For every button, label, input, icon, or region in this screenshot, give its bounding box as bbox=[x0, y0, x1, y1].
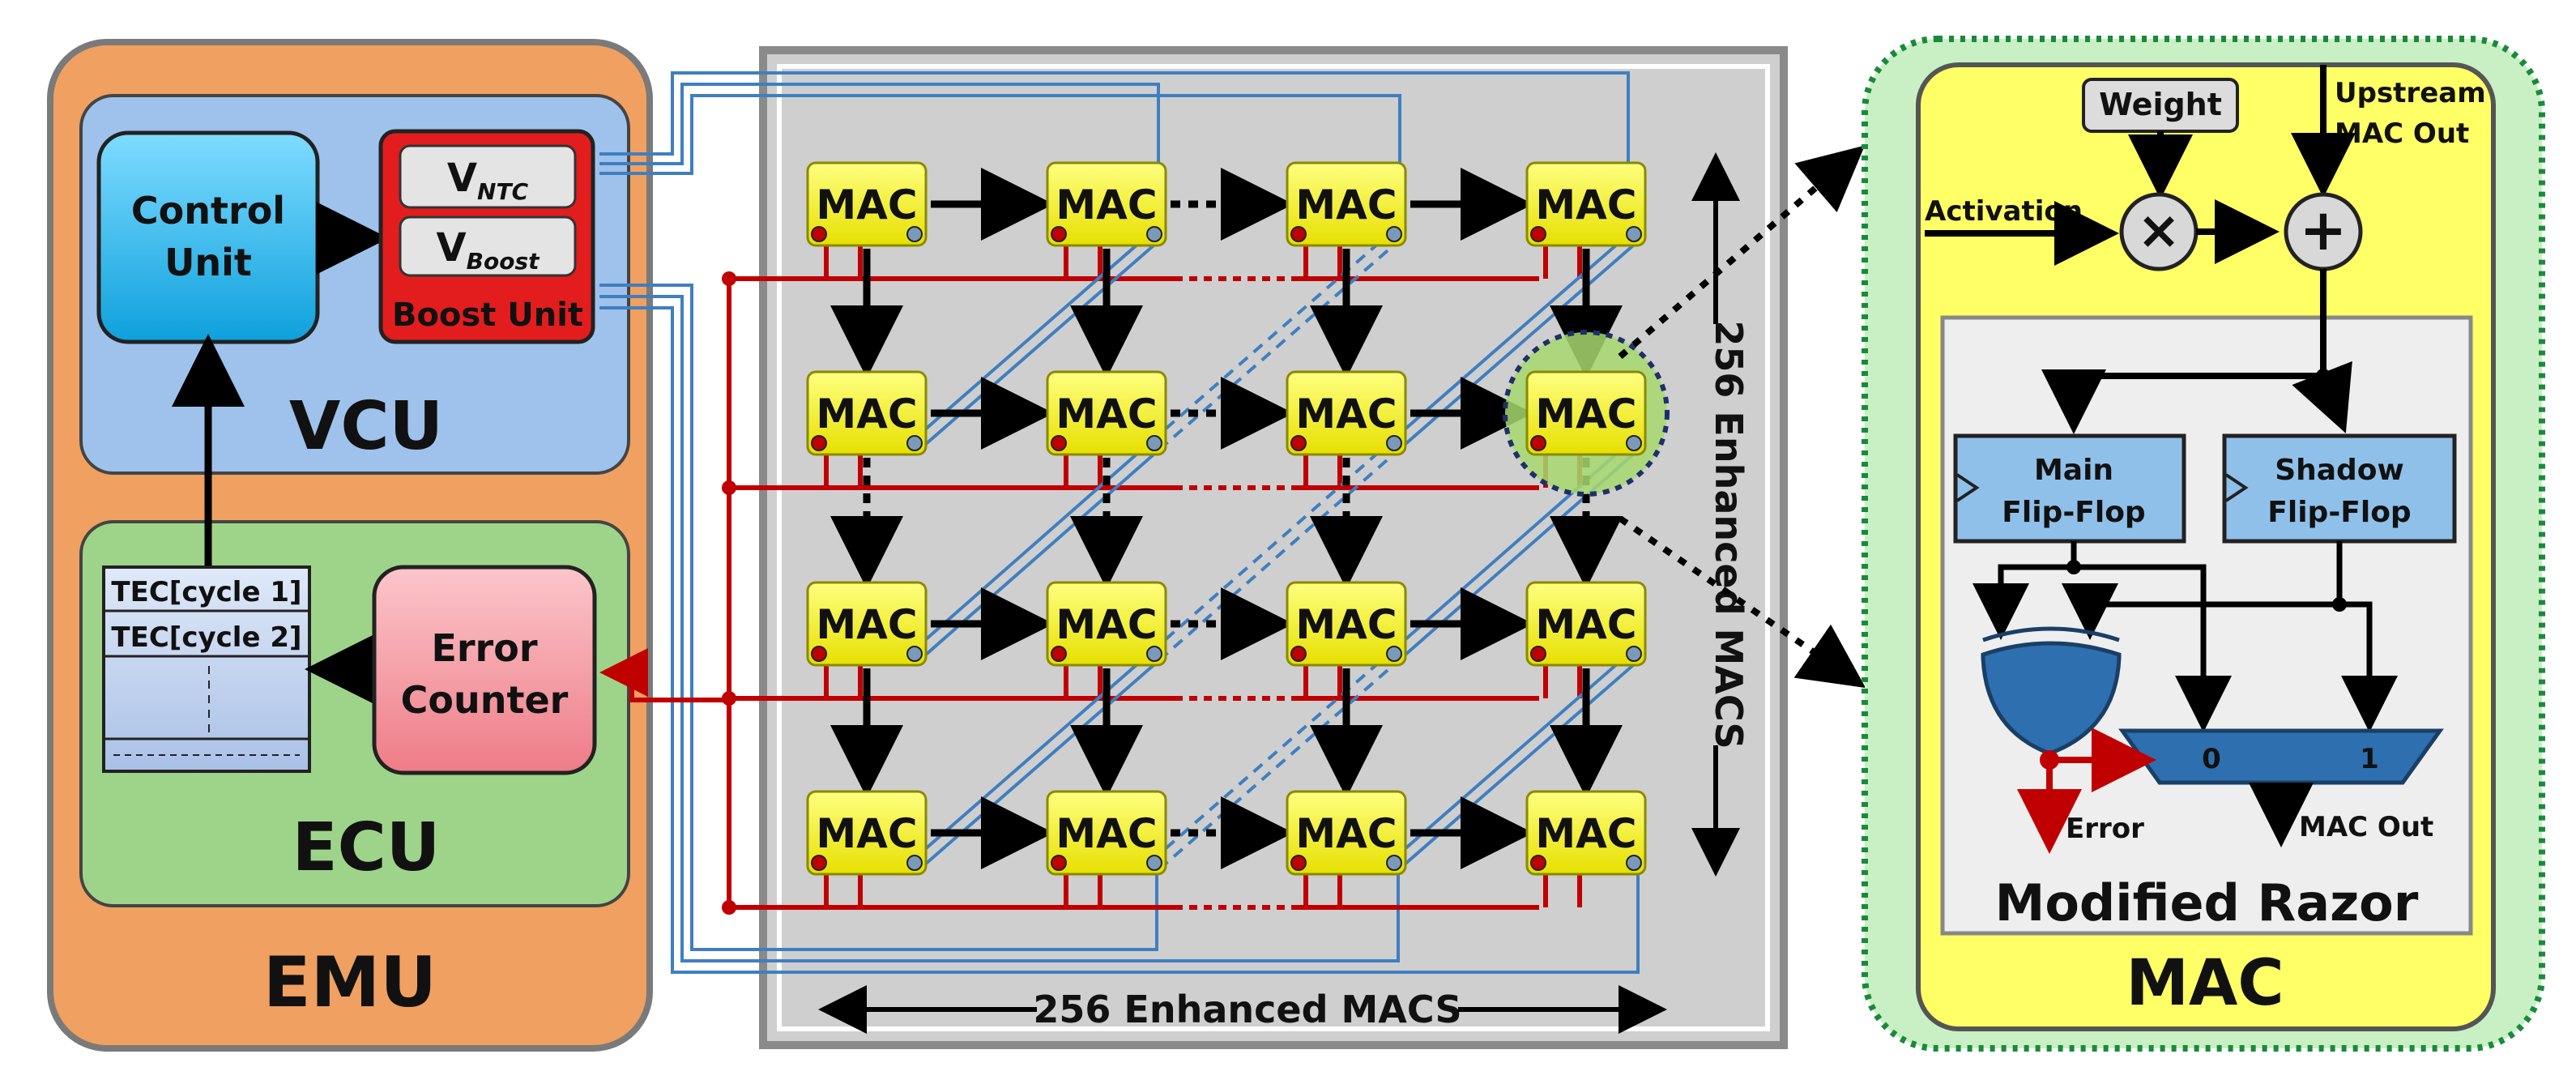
mac-cell-label: MAC bbox=[1056, 181, 1157, 228]
tec-table bbox=[102, 565, 311, 773]
bus-junction bbox=[722, 900, 736, 915]
shadow-ff-line2: Flip-Flop bbox=[2267, 496, 2411, 529]
mac-cell-label: MAC bbox=[1056, 810, 1157, 857]
mac-cell-label: MAC bbox=[816, 181, 917, 228]
mac-cell: MAC bbox=[1046, 370, 1167, 456]
bus-junction bbox=[722, 271, 736, 286]
bottom-array-label: 256 Enhanced MACS bbox=[1033, 988, 1461, 1031]
mac-cell: MAC bbox=[1046, 790, 1167, 876]
error-output-label: Error bbox=[2066, 813, 2144, 845]
blue-diagonal bbox=[1149, 231, 1392, 443]
mac-cell: MAC bbox=[1525, 790, 1647, 876]
bus-junction bbox=[722, 480, 736, 495]
xor-gate-icon bbox=[1981, 641, 2122, 756]
mac-cell-label: MAC bbox=[1295, 810, 1397, 857]
upstream-line2: MAC Out bbox=[2335, 117, 2469, 150]
vcu-title: VCU bbox=[289, 388, 443, 465]
main-ff-line1: Main bbox=[2034, 454, 2113, 487]
mac-cell: MAC bbox=[806, 370, 928, 456]
mac-cell-label: MAC bbox=[1535, 390, 1636, 437]
mux-input-0: 0 bbox=[2202, 743, 2221, 775]
blue-diagonal bbox=[1158, 239, 1401, 451]
mac-cell: MAC bbox=[806, 581, 928, 667]
ecu-title: ECU bbox=[292, 809, 441, 886]
blue-diagonal bbox=[910, 440, 1153, 654]
bus-junction bbox=[722, 691, 736, 706]
mac-cell: MAC bbox=[1286, 790, 1407, 876]
side-array-label: 256 Enhanced MACS bbox=[1707, 320, 1751, 749]
control-unit-line1: Control bbox=[131, 189, 285, 233]
razor-title: Modified Razor bbox=[1995, 873, 2419, 932]
mac-cell-label: MAC bbox=[1535, 181, 1636, 228]
v-boost-label: VBoost bbox=[436, 225, 540, 275]
mac-cell-label: MAC bbox=[816, 601, 917, 648]
main-flip-flop bbox=[1953, 433, 2186, 544]
blue-diagonal bbox=[1158, 448, 1401, 662]
boost-unit-label: Boost Unit bbox=[392, 297, 583, 334]
blue-diagonal bbox=[1158, 659, 1401, 871]
blue-diagonal bbox=[1149, 651, 1392, 863]
mac-cell: MAC bbox=[1525, 581, 1647, 667]
error-counter-line1: Error bbox=[431, 626, 537, 670]
error-feed-wire bbox=[609, 275, 731, 907]
control-unit bbox=[96, 130, 320, 344]
error-counter bbox=[372, 565, 597, 775]
mac-cell-label: MAC bbox=[1535, 810, 1636, 857]
error-counter-line2: Counter bbox=[401, 678, 569, 722]
blue-diagonal bbox=[1389, 651, 1632, 863]
svg-text:×: × bbox=[2137, 201, 2181, 261]
boost-bus-wires bbox=[599, 71, 1640, 974]
mac-cell: MAC bbox=[1286, 581, 1407, 667]
mac-cell: MAC bbox=[1525, 370, 1647, 456]
activation-label: Activation bbox=[1925, 195, 2083, 228]
mac-array: MAC MAC MAC MAC MAC MAC MAC MAC MAC MAC MAC MAC MAC M… bbox=[722, 161, 1670, 915]
mac-cell: MAC bbox=[806, 161, 928, 247]
mac-cell: MAC bbox=[1046, 581, 1167, 667]
tec-row-2: TEC[cycle 2] bbox=[111, 621, 301, 654]
mac-out-label: MAC Out bbox=[2299, 811, 2433, 843]
blue-diagonal bbox=[910, 651, 1153, 863]
upstream-line1: Upstream bbox=[2335, 77, 2486, 109]
mac-cell-label: MAC bbox=[1056, 390, 1157, 437]
mac-cell: MAC bbox=[1286, 161, 1407, 247]
tec-row-1: TEC[cycle 1] bbox=[111, 576, 301, 608]
blue-diagonal bbox=[1149, 440, 1392, 654]
mac-cell-label: MAC bbox=[816, 390, 917, 437]
mac-cell: MAC bbox=[1046, 161, 1167, 247]
mac-cell: MAC bbox=[1525, 161, 1647, 247]
blue-diagonal bbox=[910, 231, 1153, 443]
mac-detail-title: MAC bbox=[2126, 947, 2284, 1020]
main-ff-line2: Flip-Flop bbox=[2002, 496, 2145, 529]
v-boost-box bbox=[399, 216, 577, 277]
shadow-ff-line1: Shadow bbox=[2275, 454, 2404, 487]
blue-diagonal bbox=[1389, 231, 1632, 443]
control-unit-line2: Unit bbox=[164, 241, 252, 284]
mac-cell: MAC bbox=[806, 790, 928, 876]
weight-label: Weight bbox=[2099, 87, 2222, 122]
mac-cell-label: MAC bbox=[1295, 601, 1397, 648]
mux-input-1: 1 bbox=[2360, 743, 2379, 775]
zoom-line-bottom bbox=[1618, 515, 1866, 689]
v-ntc-box bbox=[399, 144, 577, 209]
svg-text:+: + bbox=[2300, 197, 2348, 263]
emu-title: EMU bbox=[263, 942, 437, 1023]
mux-icon bbox=[2118, 728, 2444, 785]
mac-cell-label: MAC bbox=[816, 810, 917, 857]
shadow-flip-flop bbox=[2222, 433, 2457, 544]
mac-cell-label: MAC bbox=[1295, 181, 1397, 228]
mac-cell-label: MAC bbox=[1295, 390, 1397, 437]
mac-cell-label: MAC bbox=[1535, 601, 1636, 648]
mac-cell-label: MAC bbox=[1056, 601, 1157, 648]
v-ntc-label: VNTC bbox=[447, 156, 529, 205]
mac-cell: MAC bbox=[1286, 370, 1407, 456]
